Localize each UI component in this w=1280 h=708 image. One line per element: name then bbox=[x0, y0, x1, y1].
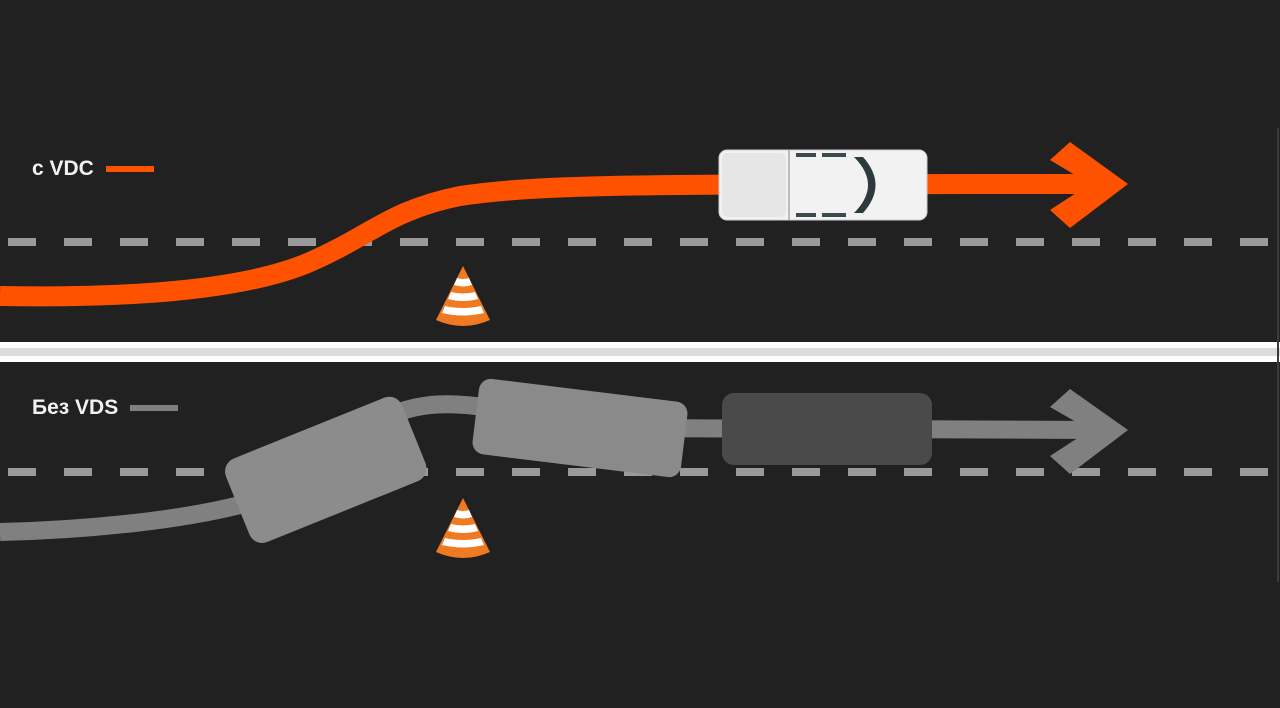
lane-dash bbox=[624, 238, 652, 246]
traffic-cone-top bbox=[436, 266, 490, 326]
lane-dash bbox=[960, 238, 988, 246]
vdc-arrow-head bbox=[1050, 142, 1128, 228]
skidding-car-3 bbox=[722, 393, 932, 465]
skidding-car-2 bbox=[472, 378, 688, 478]
lane-dash bbox=[1016, 468, 1044, 476]
legend-with-vdc-swatch bbox=[105, 166, 154, 172]
legend-without-vds: Без VDS bbox=[32, 396, 179, 420]
lane-dash bbox=[176, 468, 204, 476]
traffic-cone-bottom bbox=[436, 498, 490, 558]
lane-dash bbox=[400, 238, 428, 246]
legend-with-vdc: с VDC bbox=[32, 157, 154, 181]
lane-dash bbox=[1240, 468, 1268, 476]
lane-dash bbox=[64, 468, 92, 476]
lane-dash bbox=[848, 238, 876, 246]
lane-dash bbox=[904, 468, 932, 476]
lane-dash bbox=[680, 238, 708, 246]
lane-dash bbox=[1072, 238, 1100, 246]
lane-dash bbox=[736, 238, 764, 246]
lane-dash bbox=[736, 468, 764, 476]
lane-dash bbox=[64, 238, 92, 246]
lane-dash bbox=[1016, 238, 1044, 246]
lane-dash bbox=[1184, 468, 1212, 476]
lane-dash bbox=[680, 468, 708, 476]
lane-marking-top bbox=[8, 238, 1268, 246]
lane-dash bbox=[8, 468, 36, 476]
lane-dash bbox=[904, 238, 932, 246]
legend-with-vdc-label: с VDC bbox=[32, 157, 94, 180]
lane-dash bbox=[792, 468, 820, 476]
lane-dash bbox=[568, 468, 596, 476]
lane-dash bbox=[120, 468, 148, 476]
lane-dash bbox=[456, 468, 484, 476]
lane-dash bbox=[1184, 238, 1212, 246]
lane-dash bbox=[1240, 238, 1268, 246]
lane-dash bbox=[288, 238, 316, 246]
no-vds-arrow-head bbox=[1050, 389, 1128, 474]
vdc-trajectory bbox=[0, 174, 1096, 307]
lane-dash bbox=[568, 238, 596, 246]
lane-dash bbox=[792, 238, 820, 246]
lane-dash bbox=[1128, 238, 1156, 246]
lane-dash bbox=[456, 238, 484, 246]
pickup-truck bbox=[718, 149, 928, 221]
lane-dash bbox=[960, 468, 988, 476]
lane-dash bbox=[848, 468, 876, 476]
skidding-car-1 bbox=[225, 396, 427, 543]
lane-dash bbox=[232, 238, 260, 246]
lane-dash bbox=[1072, 468, 1100, 476]
lane-dash bbox=[176, 238, 204, 246]
lane-dash bbox=[512, 238, 540, 246]
legend-without-vds-swatch bbox=[130, 405, 179, 411]
lane-dash bbox=[1128, 468, 1156, 476]
lane-dash bbox=[120, 238, 148, 246]
lane-dash bbox=[8, 238, 36, 246]
legend-without-vds-label: Без VDS bbox=[32, 396, 119, 419]
lane-dash bbox=[512, 468, 540, 476]
